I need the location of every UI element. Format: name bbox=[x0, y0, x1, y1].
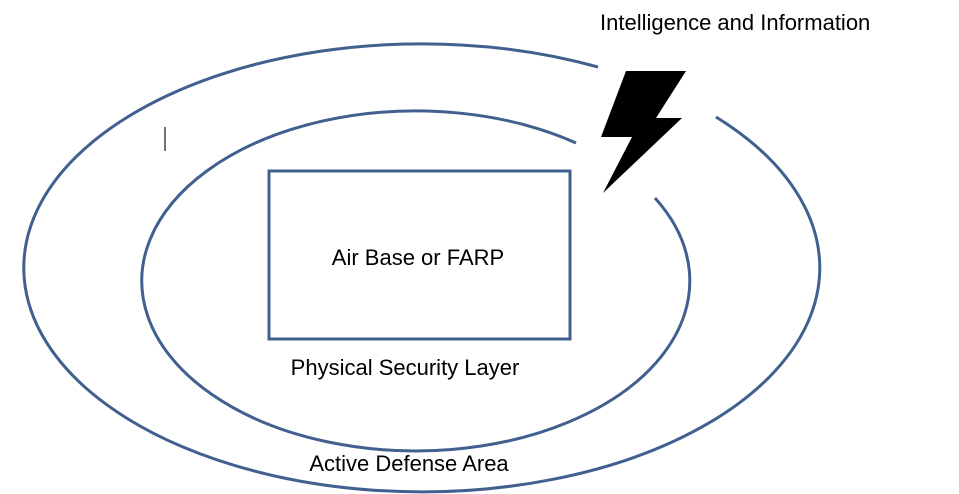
outer-ring-label: Active Defense Area bbox=[309, 451, 509, 476]
intelligence-label: Intelligence and Information bbox=[600, 10, 870, 35]
center-box-label: Air Base or FARP bbox=[332, 245, 504, 270]
lightning-bolt-icon bbox=[601, 71, 686, 193]
inner-ring-label: Physical Security Layer bbox=[291, 355, 520, 380]
center-box bbox=[267, 169, 572, 341]
outer-ring bbox=[22, 42, 822, 494]
inner-ring bbox=[140, 109, 692, 453]
